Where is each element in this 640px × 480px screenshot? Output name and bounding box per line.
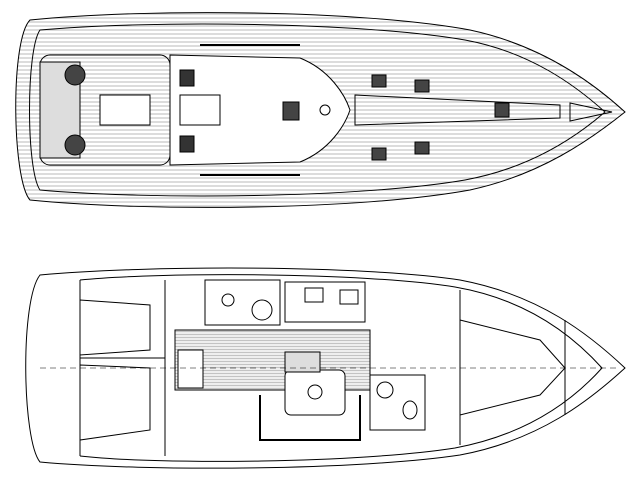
forward-heads	[369, 374, 426, 431]
saloon-settee	[259, 395, 361, 441]
hatch	[494, 102, 510, 118]
aft-berth-port	[79, 299, 151, 356]
aft-heads	[204, 279, 281, 326]
helm-wheel-starboard	[64, 134, 86, 156]
aft-berth-starboard	[79, 364, 151, 441]
helm-wheel-port	[64, 64, 86, 86]
forward-toilet	[376, 381, 394, 399]
saloon-table	[284, 369, 346, 416]
bow-anchor-locker	[569, 102, 613, 122]
aft-shower	[251, 299, 273, 321]
mast	[319, 104, 331, 116]
chart-table	[177, 349, 204, 389]
dinette-seat	[284, 351, 321, 373]
interior-hull-outline	[25, 267, 626, 469]
deck-hatches	[371, 74, 510, 161]
hatch	[414, 141, 430, 155]
galley-stove	[304, 287, 324, 303]
compass-rose	[307, 384, 323, 400]
hatch	[371, 74, 387, 88]
galley	[284, 281, 366, 323]
saloon-hatch	[282, 101, 300, 121]
forward-basin	[402, 400, 418, 420]
cockpit-table	[99, 94, 151, 126]
aft-toilet	[221, 293, 235, 307]
hatch	[414, 79, 430, 93]
deck-plan	[15, 12, 626, 208]
v-berth	[459, 319, 566, 416]
interior-layout	[25, 267, 626, 469]
coachroof	[169, 54, 351, 166]
deck-inner-outline	[29, 23, 606, 197]
winch-port	[179, 69, 195, 87]
companionway-hatch	[179, 94, 221, 126]
hatch	[371, 147, 387, 161]
galley-sink	[339, 289, 359, 305]
winch-starboard	[179, 135, 195, 153]
